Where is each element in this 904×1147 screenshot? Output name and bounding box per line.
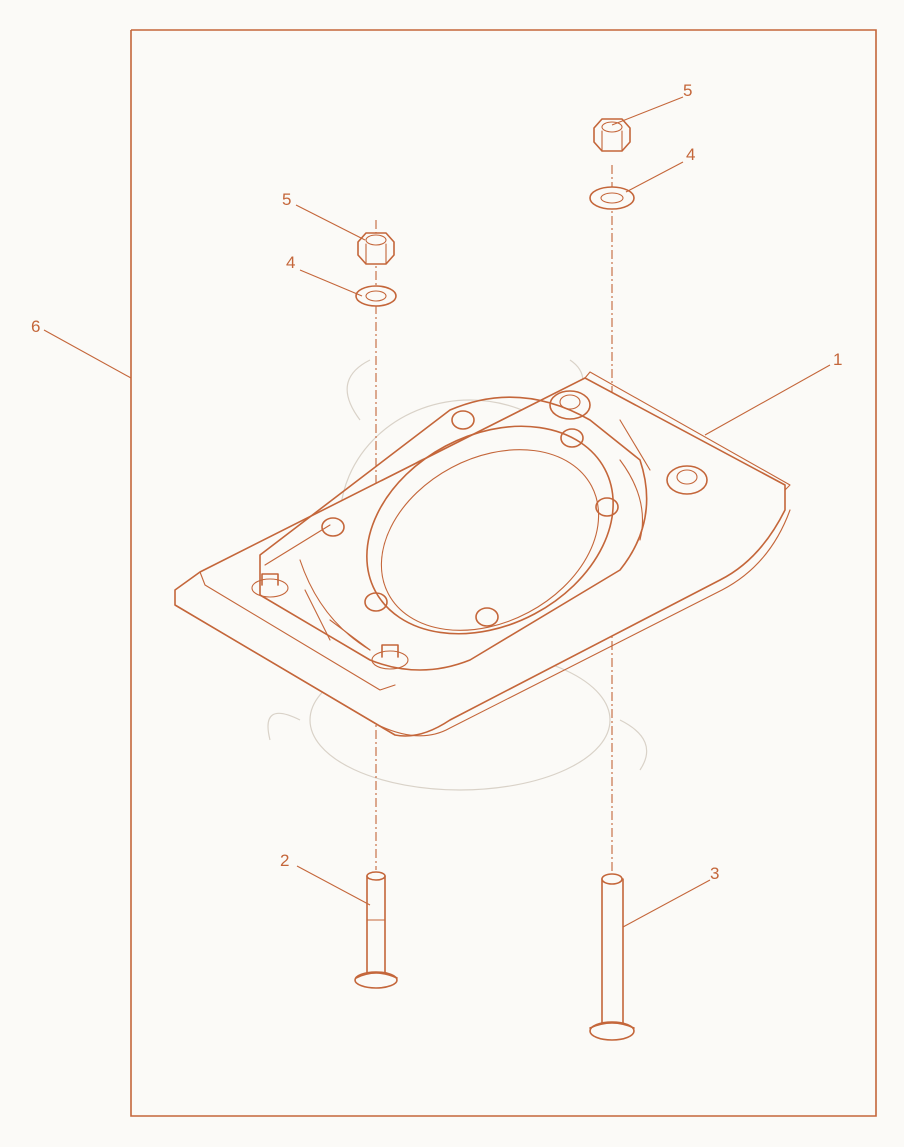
nut-left bbox=[357, 232, 395, 265]
callout-4-right: 4 bbox=[686, 145, 695, 164]
leader-lines bbox=[43, 96, 831, 928]
callout-5-right: 5 bbox=[683, 81, 692, 100]
mounting-holes bbox=[321, 410, 619, 627]
callout-2: 2 bbox=[280, 851, 289, 870]
callout-3: 3 bbox=[710, 864, 719, 883]
base-plate-part bbox=[174, 371, 791, 737]
pre-installed-studs bbox=[251, 390, 708, 670]
short-bolt-part bbox=[354, 871, 398, 989]
callout-labels: 1 2 3 4 4 5 5 6 bbox=[31, 81, 842, 883]
assembly-frame bbox=[130, 29, 877, 1117]
callout-6: 6 bbox=[31, 317, 40, 336]
callout-5-left: 5 bbox=[282, 190, 291, 209]
long-bolt-part bbox=[589, 873, 635, 1041]
nut-right bbox=[593, 118, 631, 152]
callout-4-left: 4 bbox=[286, 253, 295, 272]
callout-1: 1 bbox=[833, 350, 842, 369]
washer-right bbox=[589, 186, 635, 210]
washer-left bbox=[355, 285, 397, 307]
